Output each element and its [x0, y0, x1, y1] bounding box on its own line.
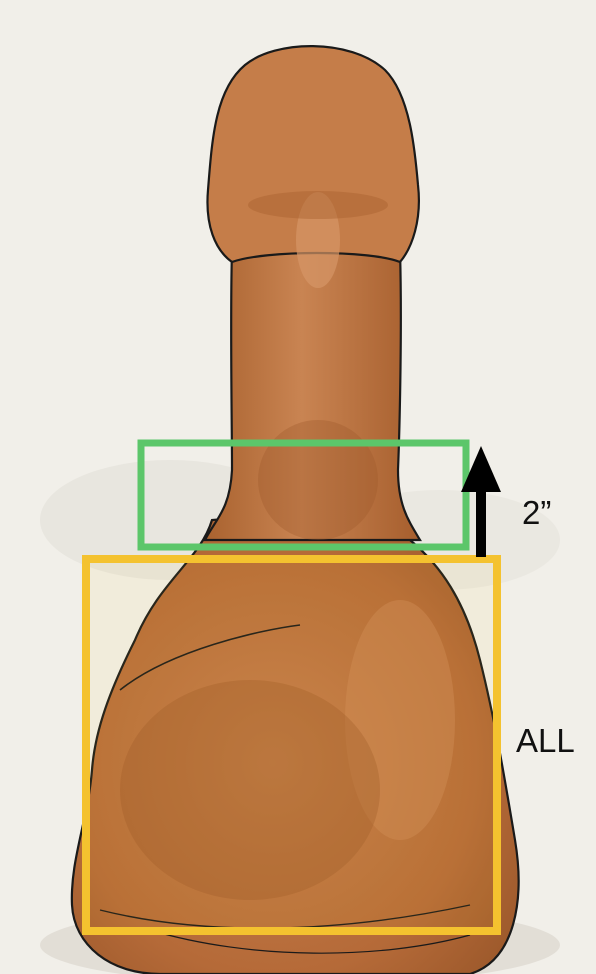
shaft-shadow	[258, 420, 378, 540]
lower-zone-label: ALL	[516, 724, 575, 757]
upper-zone-label: 2”	[522, 496, 551, 529]
lower-zone-box	[86, 559, 497, 931]
head-shadow	[248, 191, 388, 219]
